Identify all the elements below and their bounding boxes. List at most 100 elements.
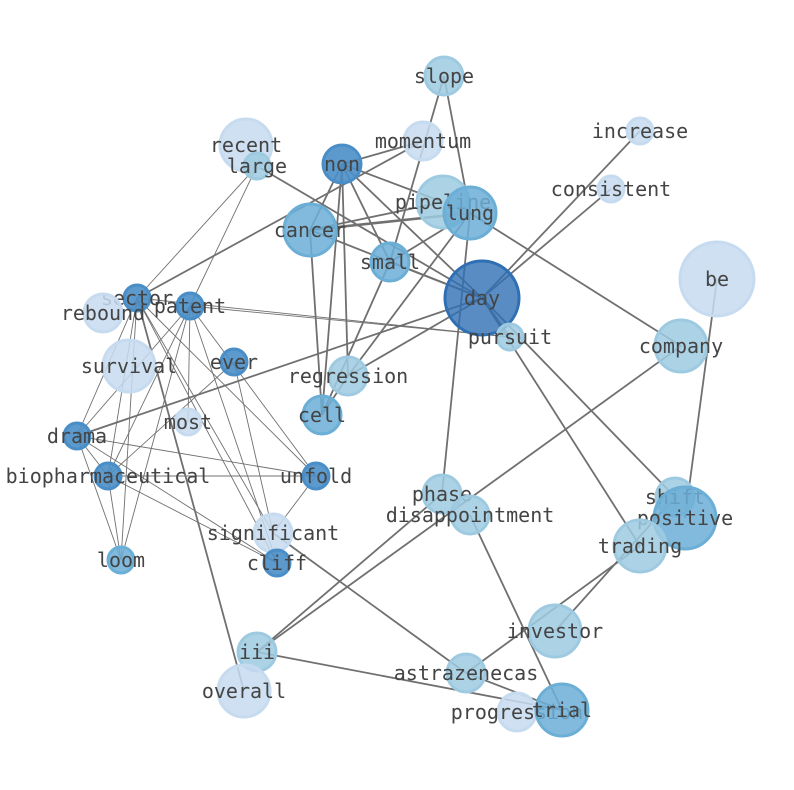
edge-pursuit-patent xyxy=(189,305,511,338)
node-circle-survival[interactable] xyxy=(101,338,157,394)
edge-lung-phase xyxy=(441,212,471,495)
edge-large-day xyxy=(256,165,483,299)
node-circle-be[interactable] xyxy=(678,240,756,318)
node-circle-most[interactable] xyxy=(173,407,203,437)
edge-patent-biopharmaceutical xyxy=(107,305,191,477)
node-label-cliff: cliff xyxy=(247,551,307,575)
edge-disappointment-trial xyxy=(469,514,563,711)
node-label-pursuit: pursuit xyxy=(468,325,552,349)
node-overall[interactable]: overall xyxy=(202,663,286,719)
edge-slope-small xyxy=(389,75,445,263)
node-circle-small[interactable] xyxy=(369,241,411,283)
node-circle-cell[interactable] xyxy=(301,394,343,436)
node-large[interactable]: large xyxy=(227,151,287,181)
node-circle-lung[interactable] xyxy=(442,185,498,241)
edge-large-sector xyxy=(136,165,258,299)
node-astrazenecas[interactable]: astrazenecas xyxy=(394,652,539,694)
node-circle-non[interactable] xyxy=(321,143,363,185)
node-patent[interactable]: patent xyxy=(154,291,226,321)
node-most[interactable]: most xyxy=(164,407,212,437)
node-label-trial: trial xyxy=(532,698,592,722)
node-unfold[interactable]: unfold xyxy=(280,461,352,491)
node-circle-cliff[interactable] xyxy=(262,548,292,578)
node-circle-consistent[interactable] xyxy=(596,174,626,204)
node-increase[interactable]: increase xyxy=(592,116,688,146)
node-consistent[interactable]: consistent xyxy=(551,174,671,204)
node-circle-loom[interactable] xyxy=(106,545,136,575)
node-rebound[interactable]: rebound xyxy=(61,292,145,334)
node-regression[interactable]: regression xyxy=(288,355,408,397)
node-circle-investor[interactable] xyxy=(527,603,583,659)
node-circle-regression[interactable] xyxy=(327,355,369,397)
edge-cancer-cell xyxy=(309,229,323,416)
node-label-survival: survival xyxy=(81,354,177,378)
node-drama[interactable]: drama xyxy=(47,421,107,451)
node-label-large: large xyxy=(227,154,287,178)
node-cancer[interactable]: cancer xyxy=(274,202,346,258)
edge-sector-loom xyxy=(120,297,138,561)
node-circle-ever[interactable] xyxy=(219,347,249,377)
node-pursuit[interactable]: pursuit xyxy=(468,322,552,352)
node-circle-biopharmaceutical[interactable] xyxy=(93,461,123,491)
node-circle-trial[interactable] xyxy=(534,682,590,738)
node-cliff[interactable]: cliff xyxy=(247,548,307,578)
node-slope[interactable]: slope xyxy=(414,55,474,97)
node-circle-sector[interactable] xyxy=(122,283,152,313)
node-label-lung: lung xyxy=(446,201,494,225)
node-phase[interactable]: phase xyxy=(412,473,472,515)
node-circle-increase[interactable] xyxy=(625,116,655,146)
node-circle-astrazenecas[interactable] xyxy=(445,652,487,694)
node-ever[interactable]: ever xyxy=(210,347,258,377)
node-label-astrazenecas: astrazenecas xyxy=(394,661,539,685)
node-circle-large[interactable] xyxy=(242,151,272,181)
node-biopharmaceutical[interactable]: biopharmaceutical xyxy=(6,461,211,491)
node-survival[interactable]: survival xyxy=(81,338,177,394)
node-label-most: most xyxy=(164,410,212,434)
edge-patent-most xyxy=(187,305,191,423)
node-label-momentum: momentum xyxy=(375,129,471,153)
node-label-disappointment: disappointment xyxy=(386,503,555,527)
node-circle-company[interactable] xyxy=(653,318,709,374)
node-significant[interactable]: significant xyxy=(207,512,339,554)
node-label-slope: slope xyxy=(414,64,474,88)
edge-ever-significant xyxy=(233,361,274,534)
node-disappointment[interactable]: disappointment xyxy=(386,494,555,536)
node-circle-slope[interactable] xyxy=(423,55,465,97)
node-circle-cancer[interactable] xyxy=(282,202,338,258)
node-loom[interactable]: loom xyxy=(97,545,145,575)
node-label-patent: patent xyxy=(154,294,226,318)
node-circle-day[interactable] xyxy=(443,259,521,337)
node-circle-phase[interactable] xyxy=(421,473,463,515)
node-circle-positive[interactable] xyxy=(652,485,718,551)
node-trial[interactable]: trial xyxy=(532,682,592,738)
node-small[interactable]: small xyxy=(360,241,420,283)
node-cell[interactable]: cell xyxy=(298,394,346,436)
node-label-be: be xyxy=(705,267,729,291)
edge-be-positive xyxy=(684,278,718,519)
node-momentum[interactable]: momentum xyxy=(375,120,471,162)
node-label-cancer: cancer xyxy=(274,218,346,242)
node-be[interactable]: be xyxy=(678,240,756,318)
node-label-day: day xyxy=(464,286,500,310)
node-label-small: small xyxy=(360,250,420,274)
node-circle-rebound[interactable] xyxy=(82,292,124,334)
node-label-investor: investor xyxy=(507,619,603,643)
edge-drama-loom xyxy=(76,435,122,561)
node-trading[interactable]: trading xyxy=(598,518,682,574)
node-label-cell: cell xyxy=(298,403,346,427)
node-day[interactable]: day xyxy=(443,259,521,337)
node-circle-overall[interactable] xyxy=(216,663,272,719)
node-non[interactable]: non xyxy=(321,143,363,185)
node-circle-unfold[interactable] xyxy=(301,461,331,491)
node-label-increase: increase xyxy=(592,119,688,143)
node-circle-momentum[interactable] xyxy=(402,120,444,162)
node-circle-pursuit[interactable] xyxy=(495,322,525,352)
node-label-overall: overall xyxy=(202,679,286,703)
node-circle-trading[interactable] xyxy=(612,518,668,574)
node-lung[interactable]: lung xyxy=(442,185,498,241)
node-circle-drama[interactable] xyxy=(62,421,92,451)
node-investor[interactable]: investor xyxy=(507,603,603,659)
node-circle-patent[interactable] xyxy=(175,291,205,321)
node-circle-disappointment[interactable] xyxy=(449,494,491,536)
node-company[interactable]: company xyxy=(639,318,723,374)
